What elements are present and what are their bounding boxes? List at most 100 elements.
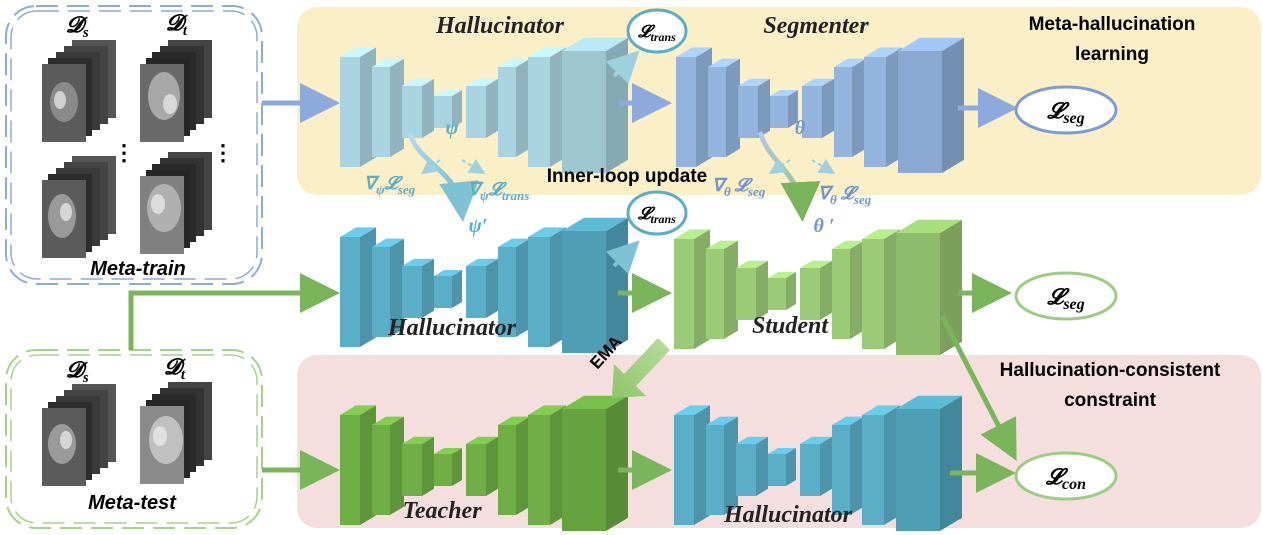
layer-block [498,58,530,157]
trans-loss-top-node [626,8,688,54]
layer-block [498,416,530,515]
meta-train-target-label: 𝓓t [166,10,188,39]
student-title: Student [752,313,829,339]
layer-block [706,240,738,339]
student-network [674,219,962,355]
layer-block [402,436,434,496]
seg-loss-top-node [1014,85,1118,135]
dashed-grad-psi-seg [420,158,441,175]
psi-prime-param: ψ′ [469,215,488,237]
layer-block [402,78,434,138]
bottom-hallucinator-network [674,395,962,531]
meta-train-title: Meta-train [90,258,186,280]
meta-train-panel [5,5,263,285]
meta-test-target-label: 𝓓t [164,354,186,383]
top-hallucinator-title: Hallucinator [435,13,565,39]
layer-block [802,78,834,138]
layer-block [896,219,962,355]
con-loss-node [1014,451,1118,501]
layer-block [466,436,498,496]
layer-block [800,436,832,496]
image-stack-source-test [42,384,116,486]
meta-hallucination-title-2: learning [1075,44,1149,65]
layer-block [832,416,864,515]
meta-test-source-label: 𝓓s [66,357,89,386]
layer-block [864,47,902,167]
layer-block [770,90,798,128]
teacher-network [340,395,628,531]
top-segmenter-title: Segmenter [763,13,869,39]
arrow-student-to-con-loss [939,314,1017,461]
arrow-to-trans-loss-top [605,50,640,85]
layer-block [562,217,628,353]
middle-hallucinator-title: Hallucinator [387,315,517,341]
inner-loop-title: Inner-loop update [547,166,707,187]
layer-block [768,272,796,310]
layer-block [832,240,864,339]
image-stack-target-2 [140,152,212,254]
bottom-hallucinator-title: Hallucinator [723,502,853,528]
layer-block [676,47,712,167]
layer-block [466,78,498,138]
meta-hallucination-title-1: Meta-hallucination [1029,14,1196,35]
layer-block [402,258,434,318]
layer-block [528,227,566,347]
meta-test-panel-inner [10,354,258,524]
image-stack-target-test [140,382,212,484]
arrow-to-trans-loss-middle [605,240,640,275]
layer-block [434,270,462,308]
con-loss-label: 𝓛con [1045,464,1086,493]
trans-loss-middle-node [626,190,688,236]
psi-param: ψ [445,117,459,139]
layer-block [340,227,376,347]
layer-block [562,37,628,173]
image-stack-source-2 [42,156,116,258]
layer-block [562,395,628,531]
layer-block [528,405,566,525]
layer-block [434,448,462,486]
layer-block [466,258,498,318]
layer-block [674,405,710,525]
top-hallucinator-network [340,37,628,173]
meta-train-source-label: 𝓓s [66,12,89,41]
ellipsis-left: ⋮ [113,140,135,166]
layer-block [736,260,768,320]
meta-train-panel-inner [10,10,258,280]
consistency-title-1: Hallucination-consistent [1000,360,1221,381]
layer-block [738,78,770,138]
ema-arrow [612,338,670,398]
dashed-grad-theta-seg2 [811,158,836,175]
layer-block [498,238,530,337]
layer-block [834,58,866,157]
ellipsis-right: ⋮ [212,140,234,166]
layer-block [768,448,796,486]
layer-block [862,229,900,349]
layer-block [340,47,376,167]
theta-prime-param: θ ′ [813,215,834,237]
layer-block [434,90,462,128]
image-stack-target-1 [140,40,212,142]
top-segmenter-network [676,37,964,173]
layer-block [706,416,738,515]
layer-block [372,238,404,337]
layer-block [736,436,768,496]
layer-block [898,37,964,173]
dashed-grad-theta-seg [768,158,791,175]
theta-param: θ [795,117,806,139]
seg-loss-middle-node [1014,271,1118,321]
meta-test-title: Meta-test [88,492,177,514]
layer-block [896,395,962,531]
layer-block [862,405,900,525]
arrow-test-to-middle-hallucinator [128,273,340,350]
layer-block [340,405,376,525]
layer-block [800,260,832,320]
layer-block [372,416,404,515]
image-stack-source-1 [42,40,116,142]
layer-block [372,58,404,157]
teacher-title: Teacher [402,498,482,524]
consistency-title-2: constraint [1064,390,1157,411]
meta-test-panel [5,349,263,529]
dashed-grad-psi-trans [461,158,486,175]
